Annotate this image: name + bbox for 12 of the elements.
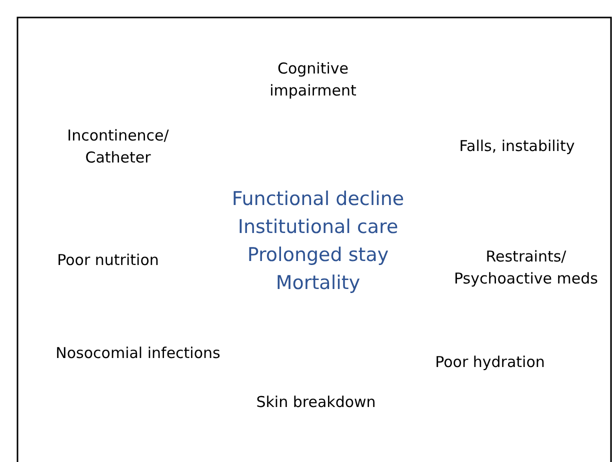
risk-factor-label: Skin breakdown xyxy=(255,392,377,414)
risk-factor-label: Poor nutrition xyxy=(56,250,160,272)
outcome-label: Functional decline xyxy=(230,187,406,212)
risk-factor-label: Incontinence/ Catheter xyxy=(66,125,170,168)
risk-factor-label: Nosocomial infections xyxy=(54,343,222,364)
risk-factor-label: Poor hydration xyxy=(434,352,546,374)
risk-factor-label: Falls, instability xyxy=(458,136,576,158)
outcome-label: Mortality xyxy=(274,271,362,296)
risk-factor-label: Restraints/ Psychoactive meds xyxy=(453,246,599,289)
risk-factor-label: Cognitive impairment xyxy=(268,58,358,101)
outcome-label: Institutional care xyxy=(236,215,400,240)
outcome-label: Prolonged stay xyxy=(246,243,390,268)
